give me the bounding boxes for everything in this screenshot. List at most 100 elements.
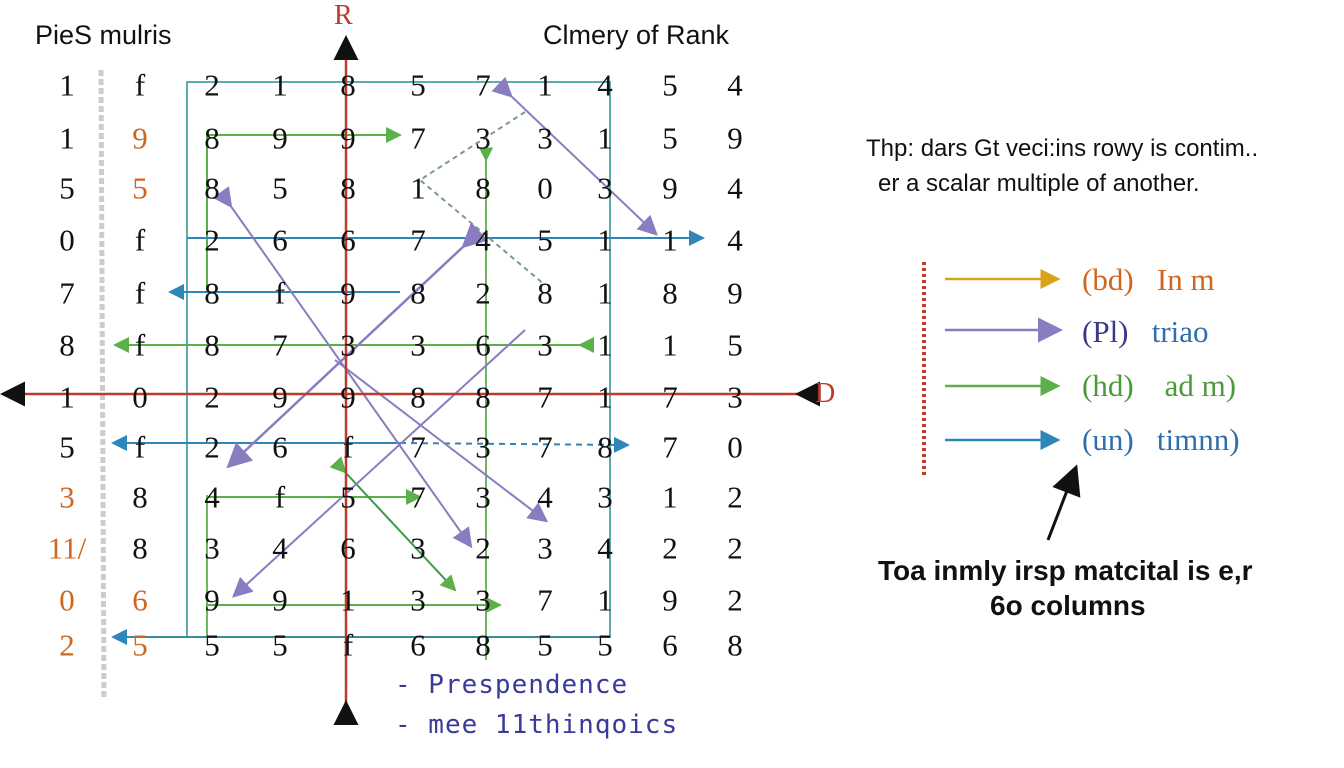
legend-item-3: (hd) ad m)	[1082, 368, 1236, 404]
matrix-cell: 5	[340, 479, 356, 515]
matrix-cell: 5	[537, 222, 553, 258]
matrix-cell: 8	[204, 327, 220, 363]
matrix-cell: 7	[410, 120, 426, 156]
matrix-cell: 7	[475, 67, 491, 103]
axis-label-d: D	[815, 378, 836, 409]
legend-code: (un)	[1082, 422, 1134, 457]
matrix-cell: 5	[662, 67, 678, 103]
annotation-2: - mee 11thinqoics	[395, 710, 679, 740]
matrix-cell: 7	[410, 429, 426, 465]
matrix-cell: 8	[59, 327, 75, 363]
matrix-cell: 8	[475, 170, 491, 206]
matrix-cell: 2	[727, 530, 743, 566]
green-diag-arrow	[329, 456, 457, 592]
matrix-cell: f	[134, 429, 146, 465]
matrix-cell: 2	[727, 479, 743, 515]
matrix-cell: 1	[59, 120, 75, 156]
matrix-cell: 5	[272, 170, 288, 206]
matrix-cell: 9	[340, 379, 356, 415]
matrix-cell: 5	[410, 67, 426, 103]
matrix-cell: f	[134, 222, 146, 258]
matrix-cell: 1	[597, 379, 613, 415]
matrix-cell: 6	[340, 530, 356, 566]
matrix-cell: 8	[662, 275, 678, 311]
matrix-cell: f	[342, 627, 354, 663]
matrix-cell: 2	[204, 222, 220, 258]
matrix-cell: 5	[662, 120, 678, 156]
legend-code: (Pl)	[1082, 314, 1129, 349]
matrix-cell: 8	[475, 379, 491, 415]
matrix-cell: 3	[597, 170, 613, 206]
description-line-2: er a scalar multiple of another.	[878, 170, 1200, 197]
matrix-cell: 1	[410, 170, 426, 206]
matrix-cell: 9	[727, 120, 743, 156]
matrix-cell: 1	[597, 582, 613, 618]
matrix-cell: 8	[597, 429, 613, 465]
matrix-cell: 9	[340, 120, 356, 156]
matrix-cell: 0	[537, 170, 553, 206]
matrix-cell: 4	[272, 530, 288, 566]
matrix-cell: 3	[475, 429, 491, 465]
matrix-cell: 3	[475, 479, 491, 515]
matrix-cell: 3	[410, 327, 426, 363]
matrix-cell: 8	[475, 627, 491, 663]
matrix-cell: 5	[59, 170, 75, 206]
matrix-cell: 4	[537, 479, 553, 515]
matrix-cell: f	[134, 275, 146, 311]
annotation-1: - Prespendence	[395, 670, 629, 700]
matrix-cell: 8	[340, 170, 356, 206]
matrix-cell: 3	[537, 530, 553, 566]
matrix-cell: 9	[662, 582, 678, 618]
matrix-cell: 1	[662, 479, 678, 515]
matrix-cell: 8	[204, 275, 220, 311]
matrix-cell: 2	[475, 530, 491, 566]
matrix-cell: 4	[204, 479, 220, 515]
matrix-cell: 7	[59, 275, 75, 311]
matrix-cell: 8	[410, 379, 426, 415]
matrix-cell: f	[274, 275, 286, 311]
matrix-cell: 9	[132, 120, 148, 156]
matrix-cell: 4	[727, 67, 743, 103]
footer-line-2: 6o columns	[990, 590, 1146, 621]
matrix-cell: 7	[537, 379, 553, 415]
legend-item-4: (un) timnn)	[1082, 422, 1240, 458]
matrix-cell: 2	[475, 275, 491, 311]
matrix-cell: 5	[727, 327, 743, 363]
matrix-cell: 1	[272, 67, 288, 103]
matrix-cell: 4	[597, 67, 613, 103]
matrix-cell: 1	[662, 327, 678, 363]
matrix-cell: 7	[662, 429, 678, 465]
matrix-cell: 1	[597, 120, 613, 156]
matrix-cell: f	[274, 479, 286, 515]
matrix-cell: 1	[662, 222, 678, 258]
legend-code: (hd)	[1082, 368, 1134, 403]
matrix-cell: 3	[537, 120, 553, 156]
matrix-cell: 7	[662, 379, 678, 415]
matrix-cell: 3	[410, 582, 426, 618]
matrix-cell: 0	[59, 222, 75, 258]
matrix-cell: 5	[537, 627, 553, 663]
blue-row8-dashed	[399, 436, 630, 453]
matrix-cell: 1	[59, 67, 75, 103]
matrix-cell: 2	[727, 582, 743, 618]
matrix-cell: 3	[475, 582, 491, 618]
matrix-cell: 2	[204, 67, 220, 103]
matrix-cell: 1	[340, 582, 356, 618]
legend-label: In m	[1156, 262, 1215, 297]
black-pointer-arrow	[1046, 464, 1081, 541]
matrix-cell: 6	[132, 582, 148, 618]
matrix-cell: 4	[475, 222, 491, 258]
matrix-cell: 8	[204, 170, 220, 206]
matrix-cell: 6	[662, 627, 678, 663]
matrix-cell: 1	[597, 327, 613, 363]
left-title: PieS mulris	[35, 20, 172, 50]
matrix-cell: 5	[272, 627, 288, 663]
matrix-cell: 5	[132, 627, 148, 663]
legend-label: timnn)	[1156, 422, 1240, 457]
matrix-cell: 2	[59, 627, 75, 663]
matrix-cell: 3	[204, 530, 220, 566]
matrix-cell: 3	[59, 479, 75, 515]
matrix-cell: 6	[410, 627, 426, 663]
matrix-cell: 1	[597, 222, 613, 258]
matrix-cell: 8	[132, 479, 148, 515]
